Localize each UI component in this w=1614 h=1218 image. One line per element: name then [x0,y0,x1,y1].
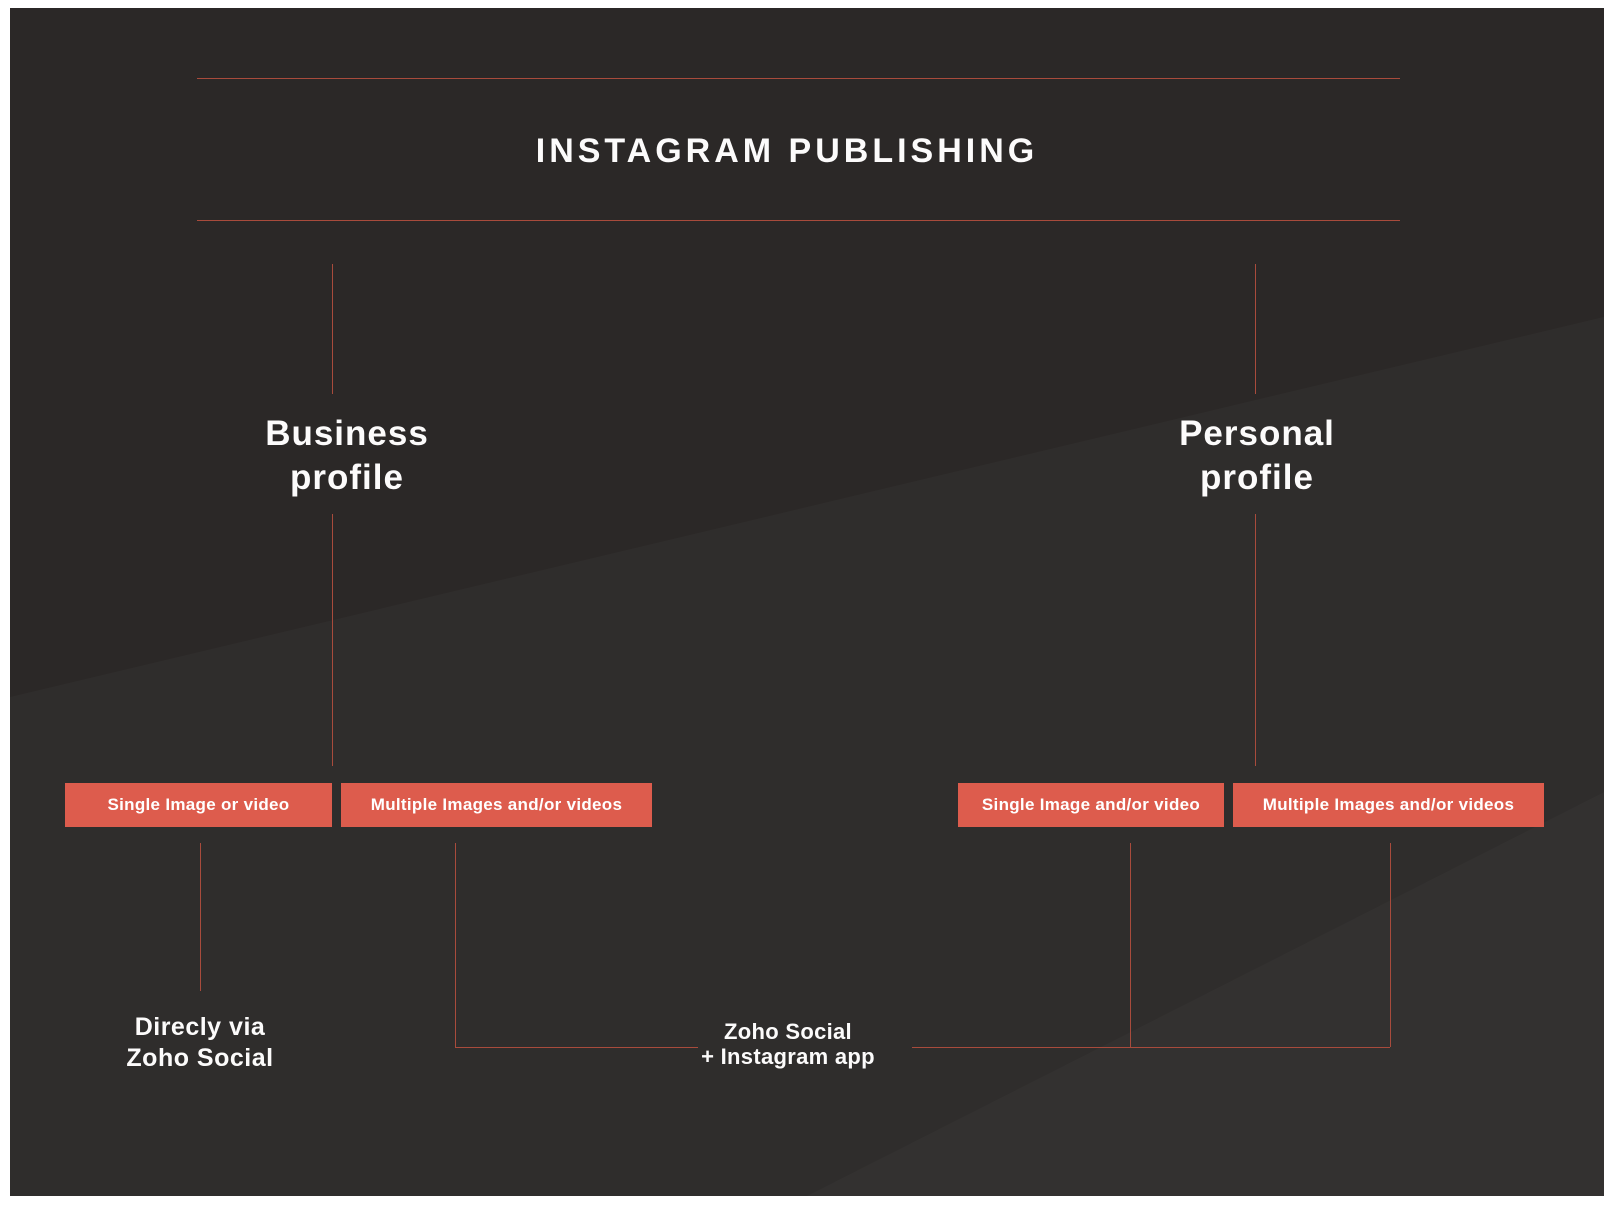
personal-profile-label-line2: profile [1200,458,1314,497]
box-business-multiple-images: Multiple Images and/or videos [341,783,652,827]
business-profile-label-line2: profile [290,458,404,497]
connector-business-multiple-line [455,843,456,1047]
header-top-rule [197,78,1400,79]
box-personal-single-image: Single Image and/or video [958,783,1224,827]
outcome-directly-line2: Zoho Social [126,1044,274,1072]
personal-branch-upper-line [1255,264,1256,394]
outcome-directly-line1: Direcly via [134,1013,266,1041]
outcome-directly-via-zoho: Direcly via Zoho Social [70,1012,330,1074]
business-profile-label: Business profile [197,412,497,500]
connector-personal-multiple-line [1390,843,1391,1047]
business-profile-label-line1: Business [265,414,429,453]
outcome-combined-line2: + Instagram app [701,1044,875,1069]
personal-branch-lower-line [1255,514,1256,766]
header-bottom-rule [197,220,1400,221]
connector-left-horizontal-line [455,1047,698,1048]
business-branch-lower-line [332,514,333,766]
personal-profile-label-line1: Personal [1179,414,1335,453]
personal-profile-label: Personal profile [1107,412,1407,500]
box-business-single-image: Single Image or video [65,783,332,827]
connector-personal-single-line [1130,843,1131,1047]
diagram-board [10,8,1604,1196]
outcome-combined-line1: Zoho Social [724,1019,852,1044]
page-title: INSTAGRAM PUBLISHING [535,132,1039,170]
connector-business-single-line [200,843,201,991]
connector-right-horizontal-line [912,1047,1390,1048]
business-branch-upper-line [332,264,333,394]
outcome-zoho-plus-instagram: Zoho Social + Instagram app [655,1019,921,1069]
box-personal-multiple-images: Multiple Images and/or videos [1233,783,1544,827]
